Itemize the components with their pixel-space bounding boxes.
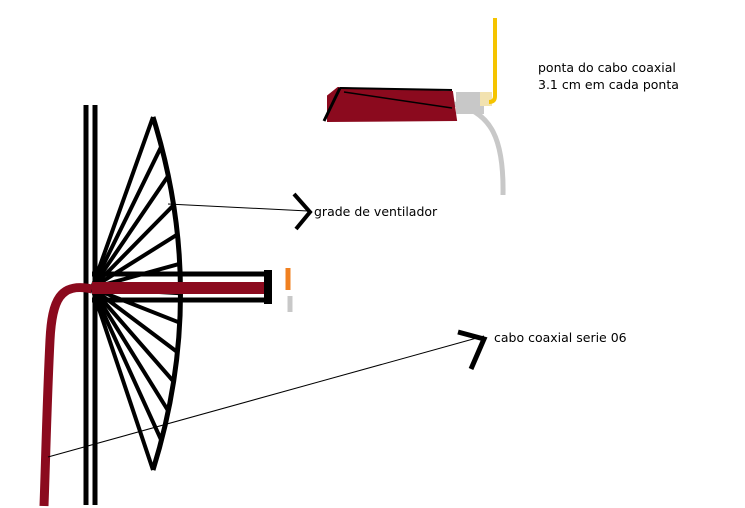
dish-rib — [90, 286, 176, 383]
feed-rod — [92, 268, 293, 312]
cable-tip-connector — [456, 92, 484, 114]
fan-grill-label: grade de ventilador — [314, 204, 438, 219]
dish-rib — [90, 286, 170, 413]
cable-tip-body — [327, 86, 458, 123]
pointer-fan-grill — [167, 192, 313, 231]
vertical-mast — [83, 105, 98, 505]
coax-cable — [39, 283, 93, 507]
pointer-coax-cable — [47, 329, 488, 458]
dish-rib — [90, 232, 179, 290]
dish-rib — [90, 174, 170, 290]
coax-cable-label: cabo coaxial serie 06 — [494, 330, 627, 345]
cable-tip-detail — [322, 18, 506, 196]
arrowhead-coax-cable — [457, 329, 488, 370]
dish-rib — [90, 287, 164, 442]
arrowhead-fan-grill — [292, 192, 313, 231]
cable-tip-label-line2: 3.1 cm em cada ponta — [538, 77, 679, 92]
dish-rib — [90, 116, 155, 289]
dish-rib — [90, 287, 155, 471]
cable-tip-core-wire — [488, 18, 497, 104]
dish-rib — [90, 145, 164, 289]
cable-tip-sheath — [453, 101, 506, 196]
cable-tip-label-line1: ponta do cabo coaxial — [538, 60, 676, 75]
